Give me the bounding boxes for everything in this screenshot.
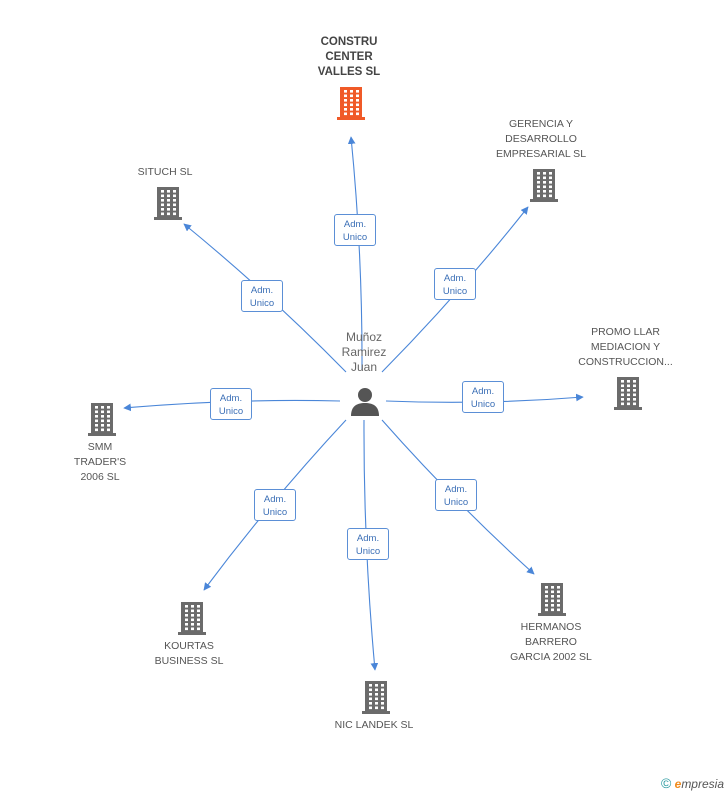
building-icon-smm[interactable] bbox=[86, 402, 118, 436]
company-name-promo[interactable]: PROMO LLAR MEDIACION Y CONSTRUCCION... bbox=[578, 326, 673, 368]
copyright-icon: © bbox=[660, 775, 672, 791]
role-badge-smm: Adm. Unico bbox=[210, 388, 252, 420]
role-badge-niclandek: Adm. Unico bbox=[347, 528, 389, 560]
role-badge-situch: Adm. Unico bbox=[241, 280, 283, 312]
company-name-situch[interactable]: SITUCH SL bbox=[137, 166, 193, 178]
role-badge-gerencia: Adm. Unico bbox=[434, 268, 476, 300]
edge-construcenter bbox=[347, 136, 363, 371]
building-icon-hermanos[interactable] bbox=[536, 582, 568, 616]
center-person-name: Muñoz Ramirez Juan bbox=[341, 330, 387, 374]
building-icon-promo[interactable] bbox=[612, 376, 644, 410]
company-name-gerencia[interactable]: GERENCIA Y DESARROLLO EMPRESARIAL SL bbox=[495, 118, 587, 160]
building-icon-situch[interactable] bbox=[152, 186, 184, 220]
person-icon[interactable] bbox=[349, 386, 381, 416]
company-name-niclandek[interactable]: NIC LANDEK SL bbox=[334, 719, 414, 731]
brand-logo-letter: e bbox=[674, 777, 682, 791]
footer-brand: © empresia bbox=[661, 775, 724, 791]
building-icon-kourtas[interactable] bbox=[176, 601, 208, 635]
building-icon-niclandek[interactable] bbox=[360, 680, 392, 714]
role-badge-promo: Adm. Unico bbox=[462, 381, 504, 413]
company-name-kourtas[interactable]: KOURTAS BUSINESS SL bbox=[154, 640, 224, 667]
role-badge-construcenter: Adm. Unico bbox=[334, 214, 376, 246]
company-name-construcenter[interactable]: CONSTRU CENTER VALLES SL bbox=[317, 36, 381, 78]
company-name-hermanos[interactable]: HERMANOS BARRERO GARCIA 2002 SL bbox=[510, 621, 592, 663]
role-badge-kourtas: Adm. Unico bbox=[254, 489, 296, 521]
brand-name: mpresia bbox=[681, 777, 724, 791]
building-icon-gerencia[interactable] bbox=[528, 168, 560, 202]
role-badge-hermanos: Adm. Unico bbox=[435, 479, 477, 511]
company-name-smm[interactable]: SMM TRADER'S 2006 SL bbox=[73, 441, 127, 483]
building-icon-construcenter[interactable] bbox=[335, 86, 367, 120]
